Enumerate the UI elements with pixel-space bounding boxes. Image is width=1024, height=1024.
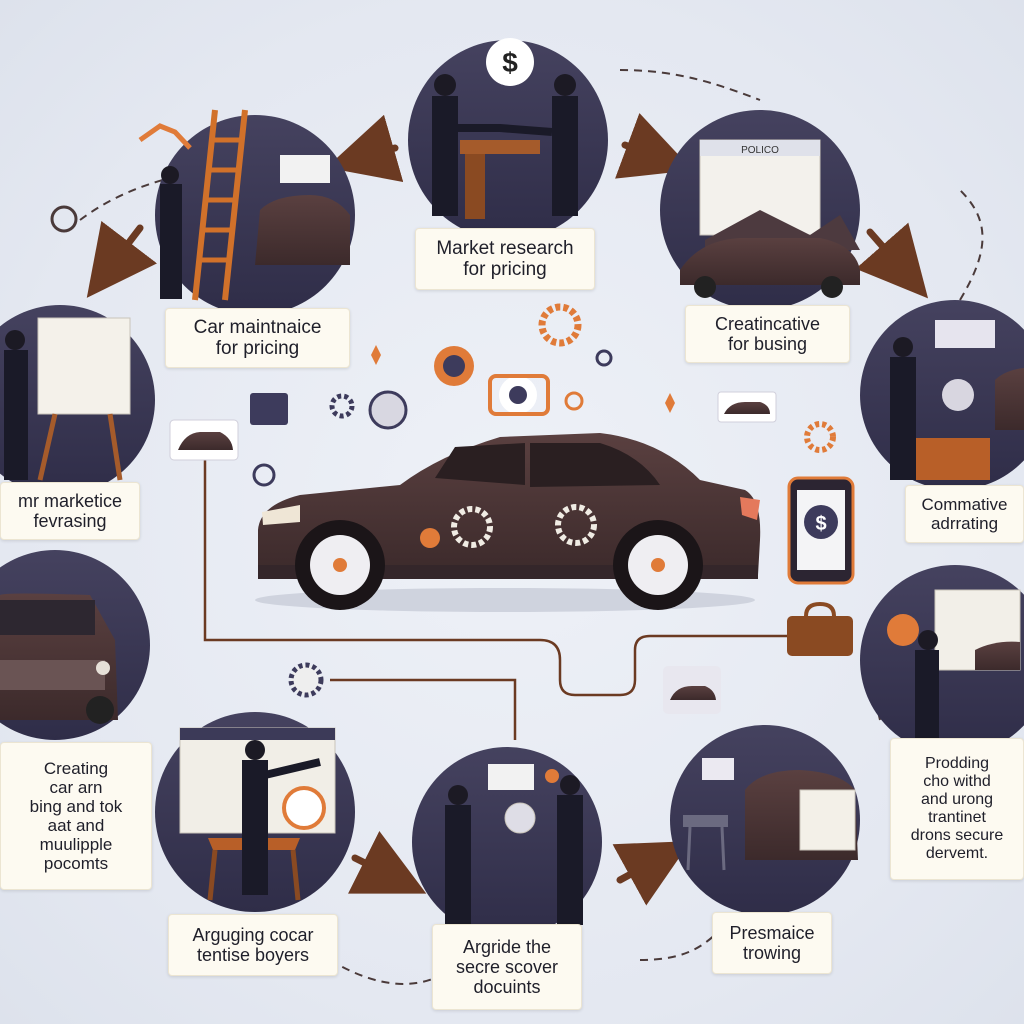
label-arguing: Arguging cocar tentise boyers xyxy=(168,914,338,976)
circle-creatincative: POLICO xyxy=(660,110,860,310)
chain-icon xyxy=(595,349,613,367)
policy-sign-text: POLICO xyxy=(741,145,779,156)
dollar-pin-icon xyxy=(804,505,838,539)
gear-icon xyxy=(451,506,493,548)
circle-arguing xyxy=(155,712,355,912)
label-prodding: Prodding cho withd and urong trantinet d… xyxy=(890,738,1024,880)
gear-icon xyxy=(555,504,597,546)
sparkle-icon xyxy=(371,345,381,365)
label-market-research: Market research for pricing xyxy=(415,228,595,290)
circle-prodding xyxy=(860,565,1024,755)
circle-argride xyxy=(412,747,602,937)
label-argride: Argride the secre scover docuints xyxy=(432,924,582,1010)
label-creating-car: Creating car arn bing and tok aat and mu… xyxy=(0,742,152,890)
sparkle-icon xyxy=(665,393,675,413)
label-presmaice: Presmaice trowing xyxy=(712,912,832,974)
circle-presmaice xyxy=(670,725,860,915)
lower-connector-line xyxy=(330,678,517,740)
svg-text:$: $ xyxy=(815,513,826,535)
circle-car-maintenance xyxy=(155,109,355,315)
circle-creating-car xyxy=(0,550,150,740)
gear-icon xyxy=(368,390,408,430)
circle-mr-marketice xyxy=(0,305,155,495)
gear-icon xyxy=(420,528,440,548)
circle-commative xyxy=(860,300,1024,490)
ring-icon xyxy=(564,391,584,411)
label-car-maintenance: Car maintnaice for pricing xyxy=(165,308,350,368)
circle-market-research: $ xyxy=(408,38,608,240)
gear-icon xyxy=(329,393,355,419)
briefcase-icon xyxy=(787,616,853,656)
label-commative: Commative adrrating xyxy=(905,485,1024,543)
dollar-coin-icon xyxy=(486,38,534,86)
flow-arrows xyxy=(86,113,929,906)
gear-icon xyxy=(804,421,836,453)
handshake-icon xyxy=(138,123,192,150)
gear-icon xyxy=(288,662,324,698)
label-creatincative: Creatincative for busing xyxy=(685,305,850,363)
target-icon xyxy=(252,463,276,487)
floating-icons: $ xyxy=(50,123,855,714)
label-mr-marketice: mr marketice fevrasing xyxy=(0,482,140,540)
central-car xyxy=(255,433,761,612)
svg-text:$: $ xyxy=(502,47,518,78)
power-icon xyxy=(50,205,78,233)
rear-wheel xyxy=(613,520,703,610)
center-connector-line xyxy=(203,455,800,697)
front-wheel xyxy=(295,520,385,610)
gear-icon xyxy=(538,303,582,347)
photo-icon xyxy=(250,393,288,425)
